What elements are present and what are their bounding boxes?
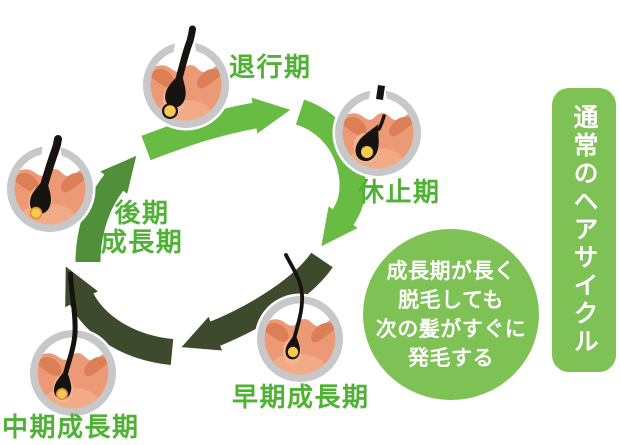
title-banner: 通常のヘアサイクル — [552, 88, 616, 372]
cycle-arrows — [65, 97, 366, 365]
shed-hair-stub — [376, 85, 385, 100]
note-line-2: 脱毛しても — [398, 287, 504, 312]
follicle-soki-icon — [255, 253, 346, 385]
stage-label-koki: 後期 成長期 — [92, 199, 192, 259]
follicle-kyushiki-icon — [333, 85, 424, 179]
growth-note-circle: 成長期が長く 脱毛しても 次の髪がすぐに 発毛する — [363, 229, 539, 400]
stage-label-kyushiki: 休止期 — [358, 178, 441, 208]
arrow-kyushiki-to-soki — [295, 99, 366, 247]
follicle-chuki-icon — [28, 271, 119, 419]
follicle-koki-icon — [5, 135, 96, 235]
title-banner-text: 通常のヘアサイクル — [570, 104, 599, 356]
stage-label-taikoki: 退行期 — [229, 53, 312, 83]
arrow-koki-to-taikoki — [75, 155, 137, 263]
follicle-taikoki-icon — [141, 25, 232, 131]
arrow-chuki-to-koki — [65, 266, 174, 365]
follicle-icons — [5, 25, 424, 419]
note-line-3: 次の髪がすぐに — [375, 316, 527, 341]
stage-label-chuki: 中期成長期 — [2, 413, 140, 443]
arrow-taikoki-to-kyushiki — [141, 97, 291, 161]
stage-label-koki-line2: 成長期 — [100, 228, 184, 259]
note-line-1: 成長期が長く — [386, 258, 516, 283]
stage-label-koki-line1: 後期 — [114, 199, 170, 229]
note-line-4: 発毛する — [408, 345, 494, 370]
stage-label-soki: 早期成長期 — [232, 383, 370, 413]
